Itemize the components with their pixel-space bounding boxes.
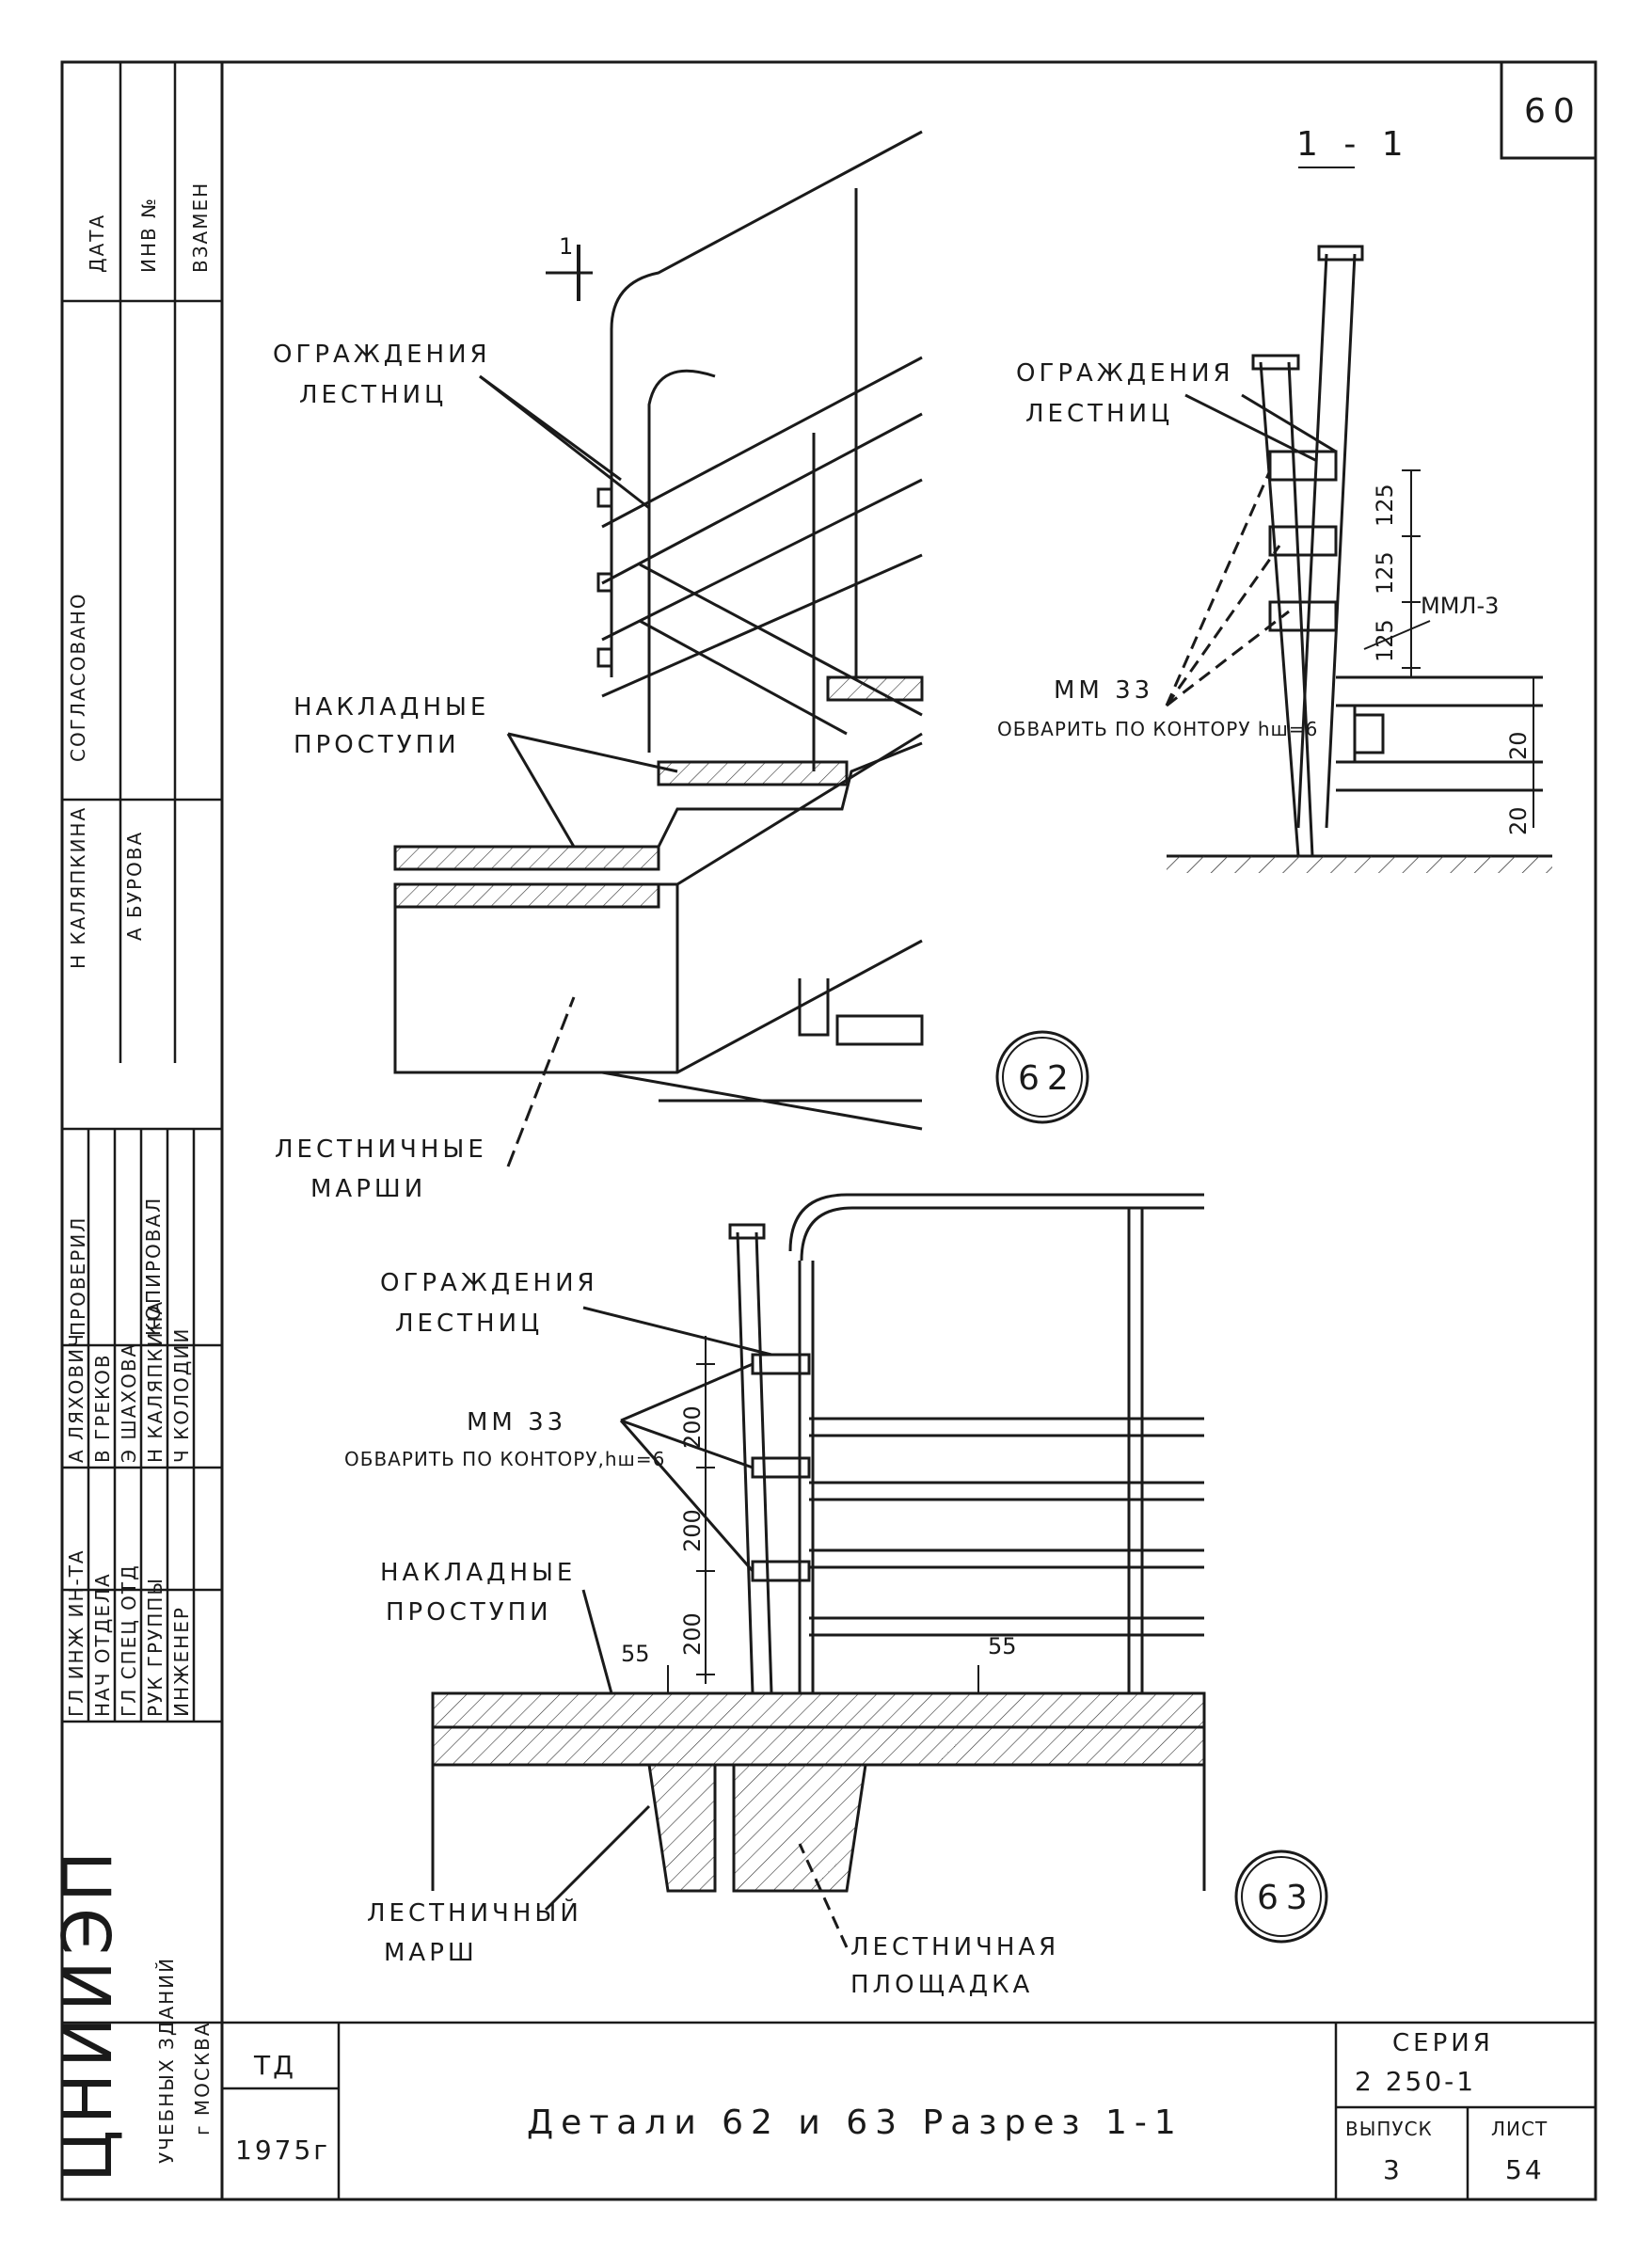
stamp-person-2: В ГРЕКОВ	[91, 1353, 114, 1463]
detail-63-dim-right: 55	[988, 1633, 1017, 1659]
detail-63-landing-label-1: ЛЕСТНИЧНАЯ	[850, 1933, 1059, 1961]
detail-62-treads-label-2: ПРОСТУПИ	[294, 731, 460, 759]
section-1-1-dim-3: 125	[1372, 619, 1398, 662]
sheet-code: ТД	[253, 2050, 296, 2081]
left-stamp	[62, 62, 222, 2024]
detail-63-weld-label: ОБВАРИТЬ ПО КОНТОРУ,hш=6	[344, 1448, 665, 1470]
detail-63-part-label: ММ 33	[467, 1408, 566, 1437]
section-1-1-railing-label-2: ЛЕСТНИЦ	[1025, 400, 1173, 428]
detail-62-drawing	[393, 130, 924, 1167]
sheet-value: 54	[1505, 2154, 1545, 2185]
stamp-org-sub2: г МОСКВА	[191, 2022, 214, 2135]
detail-63-flight-label-2: МАРШ	[384, 1939, 478, 1967]
stamp-soglasovano: СОГЛАСОВАНО	[67, 592, 89, 762]
section-1-1-dim-1: 125	[1372, 484, 1398, 527]
stamp-col-inv: ИНВ №	[137, 197, 160, 273]
section-1-1-drawing	[1165, 167, 1552, 873]
section-1-1-title: 1 - 1	[1296, 125, 1411, 164]
stamp-role-5: ИНЖЕНЕР	[170, 1606, 193, 1717]
detail-62-flights-label-2: МАРШИ	[310, 1175, 426, 1203]
issue-value: 3	[1383, 2154, 1403, 2185]
stamp-person-5: Ч КОЛОДИИ	[170, 1327, 193, 1463]
detail-62-railing-label-2: ЛЕСТНИЦ	[299, 381, 447, 409]
stamp-proveril: ПРОВЕРИЛ	[67, 1216, 89, 1336]
detail-63-drawing	[431, 1193, 1206, 1948]
section-1-1-part-label: ММ 33	[1054, 676, 1153, 705]
sheet-frame	[60, 60, 1597, 2201]
title-block	[222, 2021, 1596, 2199]
stamp-role-2: НАЧ ОТДЕЛА	[91, 1572, 114, 1717]
sheet-year: 1975г	[235, 2135, 330, 2166]
stamp-col-vzamen: ВЗАМЕН	[189, 182, 212, 273]
stamp-name-row1: Н КАЛЯПКИНА	[67, 806, 89, 969]
sheet-label: ЛИСТ	[1491, 2118, 1548, 2140]
detail-63-dim-v2: 200	[679, 1509, 706, 1552]
detail-63-railing-label-2: ЛЕСТНИЦ	[395, 1310, 543, 1338]
series-label: СЕРИЯ	[1392, 2029, 1494, 2057]
section-1-1-railing-label-1: ОГРАЖДЕНИЯ	[1016, 359, 1234, 388]
stamp-person-3: Э ШАХОВА	[118, 1342, 140, 1463]
detail-63-treads-label-1: НАКЛАДНЫЕ	[380, 1559, 576, 1587]
detail-63-treads-label-2: ПРОСТУПИ	[386, 1598, 552, 1627]
detail-63-marker-number: 63	[1257, 1879, 1315, 1917]
stamp-kopiroval: КОПИРОВАЛ	[142, 1197, 165, 1336]
section-1-1-dim-2: 125	[1372, 551, 1398, 595]
corner-sheet-number: 60	[1524, 92, 1582, 131]
issue-label: ВЫПУСК	[1345, 2118, 1433, 2140]
detail-63-dim-v3: 200	[679, 1612, 706, 1656]
detail-63-marker: 63	[1234, 1849, 1328, 1944]
detail-62-flights-label-1: ЛЕСТНИЧНЫЕ	[275, 1135, 487, 1164]
detail-63-flight-label-1: ЛЕСТНИЧНЫЙ	[367, 1897, 582, 1928]
section-1-1-dim-4: 20	[1505, 731, 1532, 760]
section-1-1-mml-label: ММЛ-3	[1421, 593, 1499, 619]
detail-62-marker: 62	[995, 1030, 1089, 1124]
detail-62-section-mark: 1	[559, 233, 573, 260]
stamp-name-row2: А БУРОВА	[123, 831, 146, 941]
section-1-1-dim-5: 20	[1505, 806, 1532, 835]
stamp-role-3: ГЛ СПЕЦ ОТД	[118, 1564, 140, 1717]
stamp-org-sub1: УЧЕБНЫХ ЗДАНИЙ	[155, 1957, 178, 2164]
stamp-role-4: РУК ГРУППЫ	[144, 1577, 167, 1717]
stamp-org-name: ЦНИИЭП	[48, 1846, 127, 2183]
detail-63-landing-label-2: ПЛОЩАДКА	[850, 1971, 1033, 1999]
detail-62-treads-label-1: НАКЛАДНЫЕ	[294, 693, 489, 722]
section-1-1-weld-label: ОБВАРИТЬ ПО КОНТОРУ hш=6	[997, 718, 1318, 740]
series-value: 2 250-1	[1355, 2066, 1476, 2097]
stamp-role-1: ГЛ ИНЖ ИН-ТА	[65, 1548, 87, 1717]
detail-62-railing-label-1: ОГРАЖДЕНИЯ	[273, 341, 491, 369]
stamp-col-date: ДАТА	[86, 214, 108, 273]
detail-63-railing-label-1: ОГРАЖДЕНИЯ	[380, 1269, 598, 1297]
detail-63-dim-v1: 200	[679, 1405, 706, 1449]
sheet-title: Детали 62 и 63 Разрез 1-1	[527, 2103, 1183, 2142]
stamp-person-1: А ЛЯХОВИЧ	[65, 1332, 87, 1463]
stamp-person-4: Н КАЛЯПКИНА	[144, 1300, 167, 1463]
detail-63-dim-left: 55	[621, 1641, 650, 1667]
detail-62-marker-number: 62	[1018, 1059, 1076, 1098]
